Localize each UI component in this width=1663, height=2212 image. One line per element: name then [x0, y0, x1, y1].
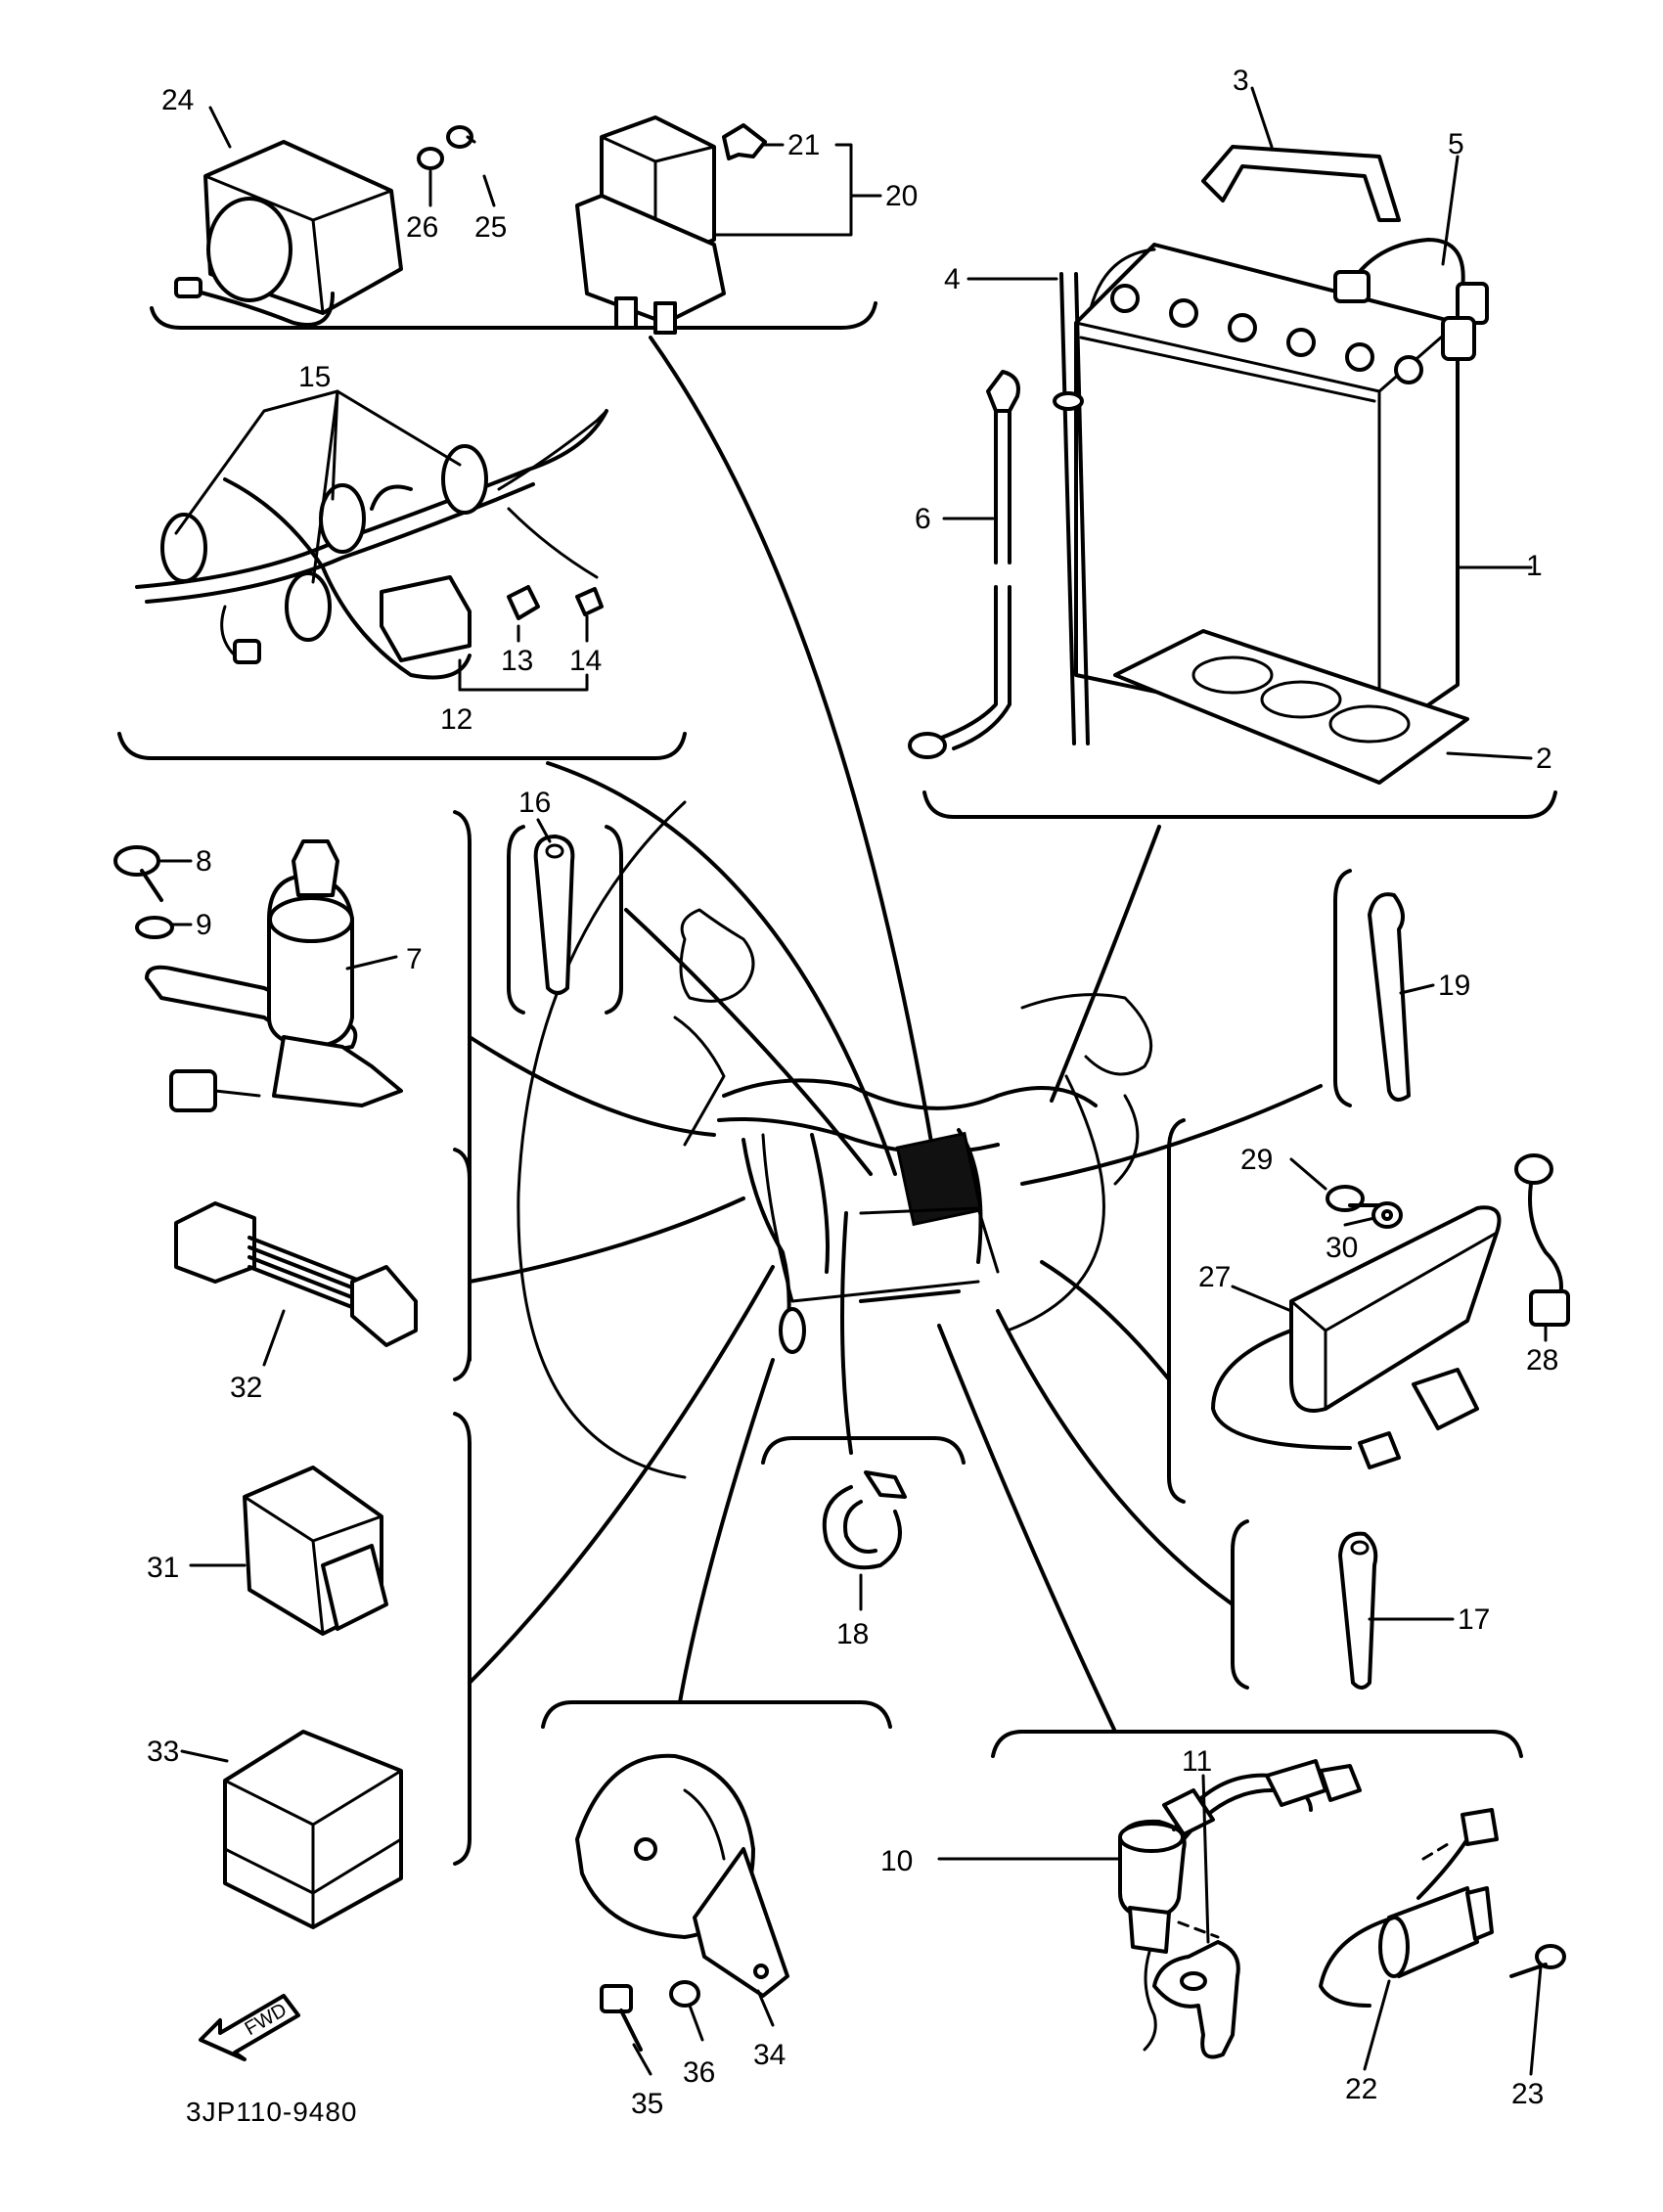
callout-9: 9 [196, 909, 212, 941]
callout-16: 16 [518, 787, 551, 819]
callout-34: 34 [753, 2039, 786, 2071]
drawing-code: 3JP110-9480 [186, 2097, 358, 2127]
callout-31: 31 [147, 1552, 179, 1584]
bracket-11 [1152, 1940, 1240, 2059]
cdi-unit-27 [1211, 1205, 1502, 1469]
callout-24: 24 [161, 84, 194, 116]
battery [1074, 243, 1460, 741]
leader-arcs [468, 336, 1323, 1734]
ignition-coil [174, 140, 403, 327]
screw-23 [1509, 1944, 1566, 1978]
callout-30: 30 [1326, 1232, 1358, 1264]
nut-36 [669, 1980, 700, 2008]
callout-19: 19 [1438, 970, 1470, 1002]
relay-31 [243, 1466, 388, 1636]
washer-26 [417, 147, 444, 170]
nut-25 [446, 125, 473, 149]
callout-labels: 1 2 3 4 5 6 7 8 9 10 11 12 13 14 15 16 1… [147, 65, 1558, 2120]
bolt-8 [113, 845, 163, 902]
callout-13: 13 [501, 645, 533, 677]
wire-harness-12 [135, 409, 608, 680]
callout-leaders [159, 86, 1548, 2076]
callout-14: 14 [569, 645, 602, 677]
fuse-clip-21 [722, 123, 767, 160]
bolt-29 [1326, 1185, 1381, 1212]
washer-9 [135, 916, 174, 939]
callout-17: 17 [1458, 1603, 1490, 1636]
callout-3: 3 [1233, 65, 1249, 97]
callout-11: 11 [1182, 1745, 1212, 1778]
group-brackets [117, 301, 1557, 1866]
callout-33: 33 [147, 1736, 179, 1768]
main-switch-7 [145, 839, 403, 1112]
battery-band [1201, 145, 1401, 222]
callout-20: 20 [885, 180, 918, 212]
callout-29: 29 [1240, 1144, 1273, 1176]
callout-5: 5 [1448, 128, 1464, 160]
callout-22: 22 [1345, 2073, 1377, 2105]
lead-28 [1514, 1153, 1570, 1327]
callout-6: 6 [915, 503, 931, 535]
central-frame-harness [673, 908, 1153, 1354]
callout-8: 8 [196, 845, 212, 878]
callout-15: 15 [298, 361, 331, 393]
clamp-18 [822, 1470, 907, 1570]
callout-18: 18 [836, 1618, 869, 1650]
callout-1: 1 [1526, 550, 1543, 582]
callout-32: 32 [230, 1372, 262, 1404]
callout-27: 27 [1198, 1261, 1231, 1293]
callout-28: 28 [1526, 1344, 1558, 1377]
sub-harness-32 [174, 1201, 418, 1347]
bolt-35 [600, 1984, 643, 2052]
callout-7: 7 [406, 943, 423, 975]
fuse-14 [575, 587, 604, 616]
horn-34 [575, 1753, 789, 1998]
washer-30 [1371, 1201, 1403, 1229]
callout-12: 12 [440, 703, 472, 736]
callout-21: 21 [787, 129, 820, 161]
battery-base-plate [1113, 629, 1469, 785]
resistor-22 [1319, 1808, 1499, 2008]
callout-36: 36 [683, 2056, 715, 2089]
cable-tie-16 [533, 835, 575, 995]
switch-10 [1118, 1759, 1362, 2052]
callout-10: 10 [880, 1845, 913, 1877]
unit-33 [223, 1730, 403, 1929]
cable-tie-17 [1338, 1531, 1378, 1690]
cable-strap-19 [1368, 892, 1411, 1102]
battery-lead-5 [1333, 238, 1489, 361]
fuse-13 [507, 585, 540, 620]
ecu-block [895, 1131, 983, 1227]
cable-clamps-15 [160, 444, 488, 642]
callout-35: 35 [631, 2088, 663, 2120]
callout-4: 4 [944, 263, 961, 295]
battery-cable-6 [908, 370, 1020, 759]
breather-hose-4 [1053, 272, 1090, 745]
callout-26: 26 [406, 211, 438, 244]
callout-2: 2 [1536, 743, 1552, 775]
callout-25: 25 [474, 211, 507, 244]
relay-20 [575, 115, 726, 335]
forward-arrow-icon: FWD [199, 1994, 300, 2061]
callout-23: 23 [1511, 2078, 1544, 2110]
